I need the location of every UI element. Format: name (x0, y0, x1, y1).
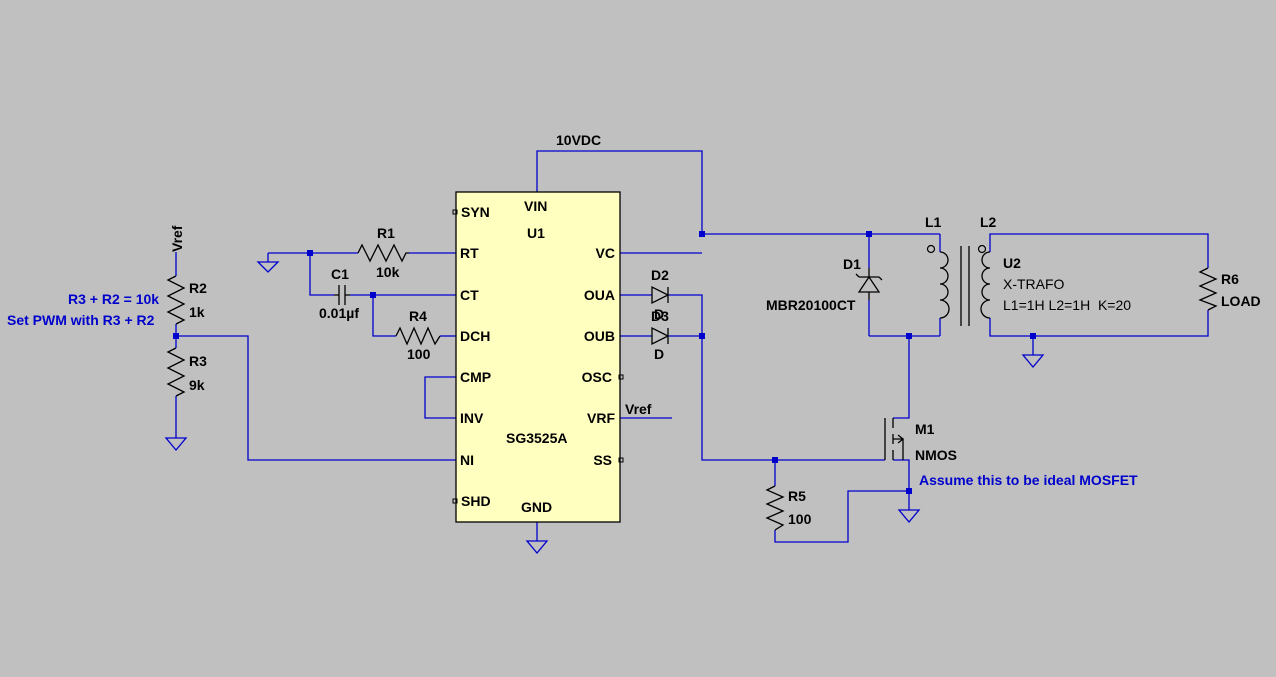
ic-ref: U1 (527, 225, 545, 241)
pin-dch: DCH (460, 328, 490, 344)
pin-inv: INV (460, 410, 484, 426)
r6-ref: R6 (1221, 271, 1239, 287)
resistor-r3[interactable]: R3 9k (166, 347, 207, 397)
vrf-net-label: Vref (625, 401, 652, 417)
ic-u1[interactable]: U1 SG3525A VIN GND SYN RT CT DCH CMP INV… (452, 191, 624, 523)
mosfet-m1[interactable]: M1 NMOS (884, 418, 957, 463)
ground-symbol (164, 437, 188, 452)
pin-cmp: CMP (460, 369, 491, 385)
vref-net-label: Vref (169, 225, 185, 252)
r2-ref: R2 (189, 280, 207, 296)
l2-ref: L2 (980, 214, 997, 230)
r1-value: 10k (376, 264, 400, 280)
c1-ref: C1 (331, 266, 349, 282)
d3-value: D (654, 346, 664, 362)
resistor-r6[interactable]: R6 LOAD (1198, 267, 1261, 311)
pin-gnd: GND (521, 499, 552, 515)
ground-symbol (256, 253, 280, 273)
r3-ref: R3 (189, 353, 207, 369)
resistor-r2[interactable]: R2 1k (166, 275, 207, 325)
pin-vc: VC (596, 245, 615, 261)
mosfet-note: Assume this to be ideal MOSFET (919, 472, 1138, 488)
ground-symbol (525, 540, 549, 555)
ic-part: SG3525A (506, 430, 567, 446)
supply-label: 10VDC (556, 132, 601, 148)
resistor-r5[interactable]: R5 100 (765, 485, 812, 531)
l1-ref: L1 (925, 214, 942, 230)
d3-ref: D3 (651, 308, 669, 324)
resistor-r4[interactable]: R4 100 (395, 308, 441, 362)
junction-dots (173, 231, 1036, 494)
pin-oub: OUB (584, 328, 615, 344)
diode-d2[interactable]: D2 D (651, 267, 670, 322)
pin-ct: CT (460, 287, 479, 303)
capacitor-c1[interactable]: C1 0.01µf (319, 266, 359, 321)
ground-symbol (897, 509, 921, 524)
d2-ref: D2 (651, 267, 669, 283)
pin-ni: NI (460, 452, 474, 468)
c1-value: 0.01µf (319, 305, 359, 321)
transformer-u2[interactable]: L1 L2 U2 X-TRAFO L1=1H L2=1H K=20 (925, 214, 1131, 326)
u2-params: L1=1H L2=1H K=20 (1003, 297, 1131, 313)
pin-vrf: VRF (587, 410, 615, 426)
m1-ref: M1 (915, 421, 935, 437)
resistor-r1[interactable]: R1 10k (357, 225, 409, 280)
pin-osc: OSC (582, 369, 612, 385)
d2-value: D (654, 306, 664, 322)
pin-rt: RT (460, 245, 479, 261)
r1-ref: R1 (377, 225, 395, 241)
r5-ref: R5 (788, 488, 806, 504)
ground-symbol (1021, 354, 1045, 369)
pin-shd: SHD (461, 493, 491, 509)
pin-oua: OUA (584, 287, 615, 303)
u2-value: X-TRAFO (1003, 276, 1065, 292)
r6-value: LOAD (1221, 293, 1261, 309)
pwm-note-2: Set PWM with R3 + R2 (7, 312, 155, 328)
pin-vin: VIN (524, 198, 547, 214)
pin-ss: SS (593, 452, 612, 468)
m1-value: NMOS (915, 447, 957, 463)
diode-d3[interactable]: D3 D (651, 308, 670, 362)
r4-value: 100 (407, 346, 431, 362)
u2-ref: U2 (1003, 255, 1021, 271)
pwm-note-1: R3 + R2 = 10k (68, 291, 159, 307)
pin-syn: SYN (461, 204, 490, 220)
r5-value: 100 (788, 511, 812, 527)
d1-value: MBR20100CT (766, 297, 856, 313)
r2-value: 1k (189, 304, 205, 320)
r3-value: 9k (189, 377, 205, 393)
r4-ref: R4 (409, 308, 427, 324)
diode-d1[interactable]: D1 MBR20100CT (766, 256, 883, 313)
d1-ref: D1 (843, 256, 861, 272)
